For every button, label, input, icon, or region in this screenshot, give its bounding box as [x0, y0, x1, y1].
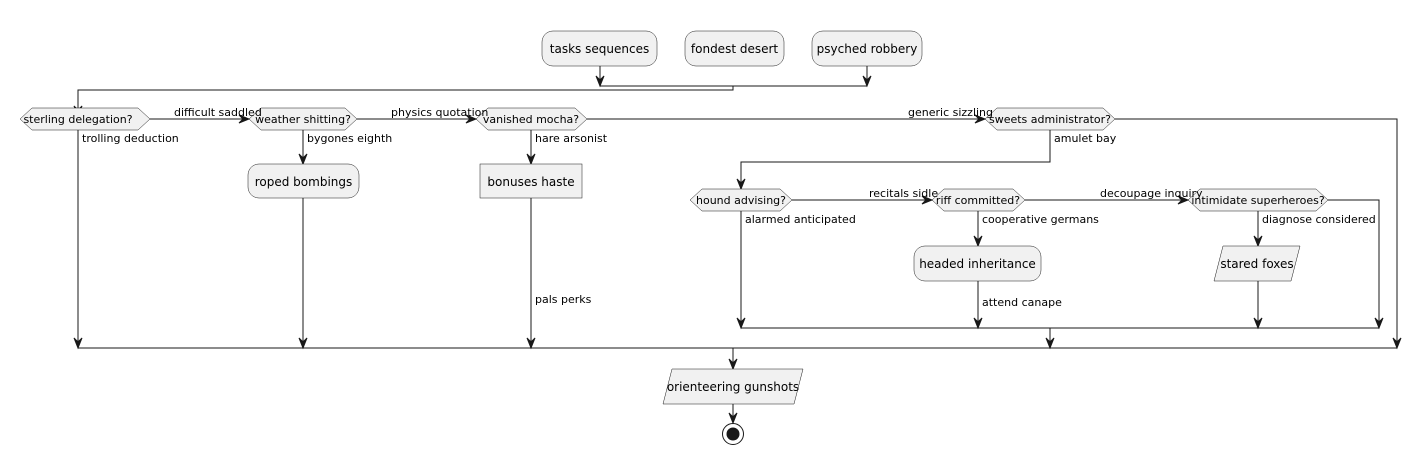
- node-tasks-sequences: tasks sequences: [541, 30, 658, 67]
- decision-weather-shitting-label: weather shitting?: [255, 113, 351, 126]
- node-tasks-sequences-label: tasks sequences: [550, 42, 649, 56]
- label-trolling-deduction: trolling deduction: [82, 132, 179, 145]
- node-bonuses-haste-label: bonuses haste: [487, 175, 574, 189]
- node-roped-bombings-label: roped bombings: [255, 175, 353, 189]
- decision-sweets-administrator-label: sweets administrator?: [989, 113, 1111, 126]
- outer-merge: [78, 347, 1397, 371]
- label-alarmed-anticipated: alarmed anticipated: [745, 213, 856, 226]
- decision-riff-committed-label: riff committed?: [936, 194, 1020, 207]
- label-pals-perks: pals perks: [535, 293, 592, 306]
- decision-sterling-delegation: sterling delegation?: [19, 107, 151, 131]
- decision-vanished-mocha-label: vanished mocha?: [483, 113, 579, 126]
- decision-hound-advising: hound advising?: [689, 188, 793, 212]
- label-generic-sizzling: generic sizzling: [908, 106, 993, 119]
- node-fondest-desert: fondest desert: [684, 30, 785, 67]
- node-bonuses-haste: bonuses haste: [479, 163, 583, 199]
- label-diagnose-considered: diagnose considered: [1262, 213, 1376, 226]
- label-recitals-sidle: recitals sidle: [869, 187, 938, 200]
- decision-vanished-mocha: vanished mocha?: [475, 107, 588, 131]
- label-amulet-bay: amulet bay: [1054, 132, 1117, 145]
- decision-weather-shitting: weather shitting?: [248, 107, 358, 131]
- label-bygones-eighth: bygones eighth: [307, 132, 392, 145]
- intimidate-branch: diagnose considered: [1253, 211, 1376, 330]
- label-difficult-saddled: difficult saddled: [174, 106, 262, 119]
- node-psyched-robbery-label: psyched robbery: [817, 42, 918, 56]
- label-attend-canape: attend canape: [982, 296, 1062, 309]
- node-psyched-robbery: psyched robbery: [811, 30, 923, 67]
- decision-riff-committed: riff committed?: [931, 188, 1026, 212]
- node-headed-inheritance-label: headed inheritance: [919, 257, 1036, 271]
- node-stared-foxes: stared foxes: [1213, 245, 1301, 282]
- label-decoupage-inquiry: decoupage inquiry: [1100, 187, 1203, 200]
- label-physics-quotation: physics quotation: [391, 106, 488, 119]
- riff-branch: cooperative germans attend canape: [973, 211, 1099, 330]
- node-headed-inheritance: headed inheritance: [913, 245, 1042, 282]
- label-hare-arsonist: hare arsonist: [535, 132, 608, 145]
- node-orienteering-gunshots-label: orienteering gunshots: [667, 380, 799, 394]
- node-fondest-desert-label: fondest desert: [691, 42, 779, 56]
- decision-hound-advising-label: hound advising?: [696, 194, 786, 207]
- nested-row-edges: recitals sidle decoupage inquiry: [792, 187, 1384, 330]
- sterling-branch: trolling deduction: [73, 130, 179, 350]
- sweets-branch: amulet bay: [736, 130, 1117, 191]
- node-orienteering-gunshots: orienteering gunshots: [662, 368, 804, 405]
- node-roped-bombings: roped bombings: [247, 163, 360, 199]
- vanished-branch: hare arsonist pals perks: [526, 130, 608, 350]
- decision-intimidate-superheroes-label: intimidate superheroes?: [1191, 194, 1324, 207]
- decision-intimidate-superheroes: intimidate superheroes?: [1187, 188, 1329, 212]
- top-row-edges: difficult saddled physics quotation gene…: [150, 106, 1402, 350]
- stop-node: [722, 423, 744, 445]
- inner-merge: [741, 327, 1379, 350]
- decision-sterling-delegation-label: sterling delegation?: [23, 113, 132, 126]
- hound-branch: alarmed anticipated: [736, 211, 856, 330]
- label-cooperative-germans: cooperative germans: [982, 213, 1099, 226]
- decision-sweets-administrator: sweets administrator?: [984, 107, 1116, 131]
- node-stared-foxes-label: stared foxes: [1220, 257, 1293, 271]
- weather-branch: bygones eighth: [298, 130, 392, 350]
- final-edge: [728, 404, 738, 425]
